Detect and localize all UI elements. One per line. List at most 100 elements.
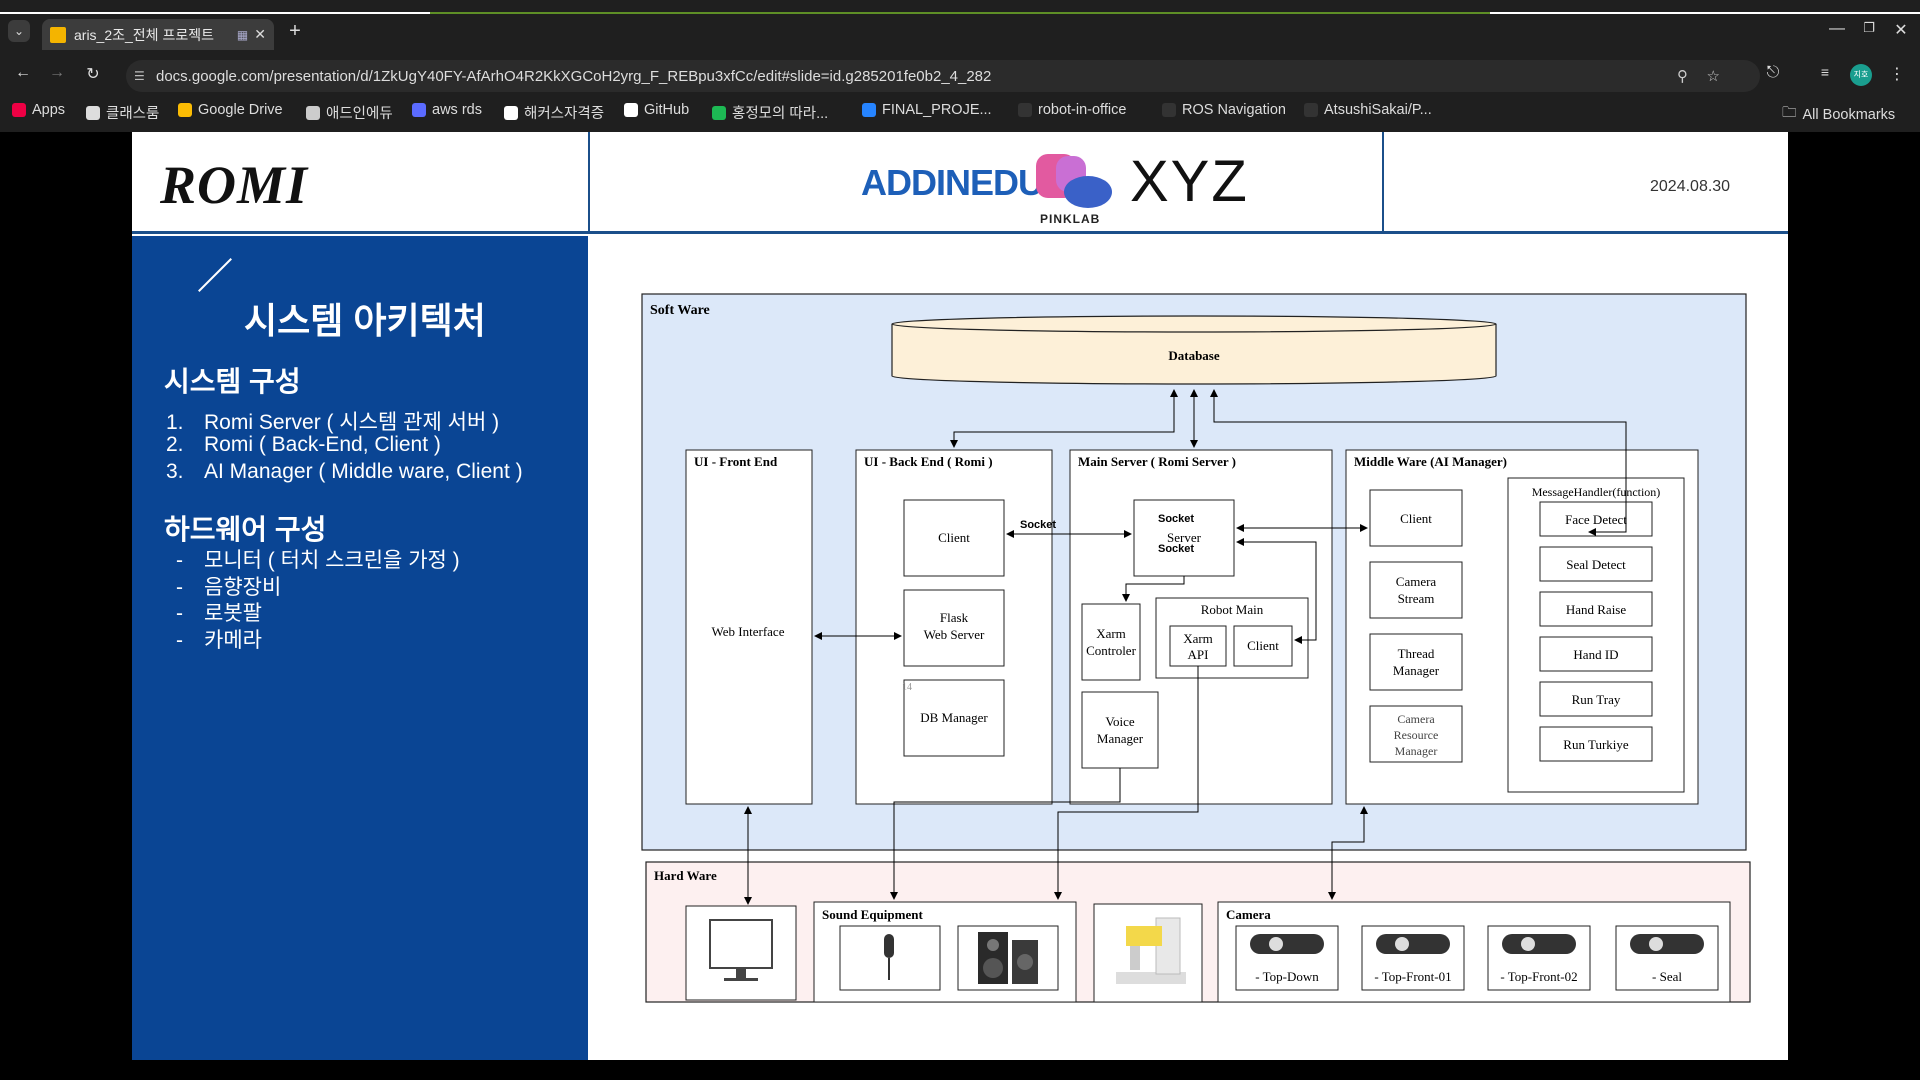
- camera-resource-label-1: Camera: [1397, 712, 1435, 726]
- bookmark-label: Google Drive: [198, 102, 283, 118]
- menu-icon[interactable]: ⋮: [1889, 66, 1905, 83]
- bookmark-item[interactable]: Google Drive: [178, 102, 283, 118]
- media-control-icon[interactable]: ≡: [1820, 64, 1830, 80]
- xarm-api-label-2: API: [1188, 647, 1209, 662]
- bookmark-item[interactable]: ROS Navigation: [1162, 102, 1286, 118]
- url-field[interactable]: ☰ docs.google.com/presentation/d/1ZkUgY4…: [126, 60, 1760, 92]
- bookmark-item[interactable]: Apps: [12, 102, 65, 118]
- bookmark-label: FINAL_PROJE...: [882, 102, 992, 118]
- bookmark-favicon-icon: [178, 103, 192, 117]
- webcam-lens-icon: [1395, 937, 1409, 951]
- bookmark-item[interactable]: 해커스자격증: [504, 102, 604, 123]
- robot-arm-box: [1093, 903, 1203, 1003]
- socket-label: Socket: [1020, 519, 1056, 531]
- list-item: -로봇팔: [166, 597, 262, 627]
- thread-manager-label-1: Thread: [1398, 646, 1435, 661]
- xarm-controller-box: [1081, 603, 1141, 681]
- socket-label: Socket: [1158, 513, 1194, 525]
- microphone-icon: [884, 934, 894, 980]
- section-system-title: 시스템 구성: [164, 366, 301, 397]
- reload-icon[interactable]: ↻: [86, 66, 100, 83]
- header-divider: [588, 132, 590, 234]
- function-label: Face Detect: [1565, 512, 1627, 527]
- bookmark-favicon-icon: [12, 103, 26, 117]
- flask-label-1: Flask: [940, 610, 969, 625]
- list-number: 2.: [166, 433, 184, 456]
- function-label: Seal Detect: [1566, 557, 1626, 572]
- back-icon[interactable]: ←: [15, 64, 31, 81]
- bookmark-item[interactable]: 클래스룸: [86, 102, 159, 123]
- bookmark-label: 해커스자격증: [524, 106, 605, 122]
- list-text: 모니터 ( 터치 스크린을 가정 ): [204, 549, 460, 572]
- socket-label: Socket: [1158, 543, 1194, 555]
- pinklab-text: PINKLAB: [1040, 212, 1101, 226]
- webcam-icon: [1630, 934, 1704, 954]
- header-divider: [1382, 132, 1384, 234]
- list-dash: -: [176, 549, 183, 572]
- thread-manager-label-2: Manager: [1393, 663, 1440, 678]
- flask-label-2: Web Server: [924, 627, 985, 642]
- list-dash: -: [176, 629, 183, 652]
- browser-chrome: ⌄ aris_2조_전체 프로젝트 ▦ ✕ + — ❐ ✕ ← → ↻ ☰ do…: [0, 0, 1920, 132]
- zoom-icon[interactable]: ⚲: [1677, 68, 1688, 85]
- webcam-lens-icon: [1269, 937, 1283, 951]
- hardware-label: Hard Ware: [654, 868, 717, 883]
- slides-favicon-icon: [50, 26, 66, 43]
- camera-list: - Top-Down- Top-Front-01- Top-Front-02- …: [1235, 925, 1719, 991]
- database-label: Database: [1168, 348, 1220, 363]
- list-text: 로봇팔: [204, 602, 262, 625]
- webcam-icon: [1502, 934, 1576, 954]
- connector-lines: [744, 389, 1627, 905]
- camera-label: - Top-Down: [1255, 969, 1319, 984]
- tab-bar: ⌄ aris_2조_전체 프로젝트 ▦ ✕ + — ❐ ✕: [0, 14, 1920, 50]
- bookmark-item[interactable]: robot-in-office: [1018, 102, 1126, 118]
- tab-search-icon[interactable]: ⌄: [8, 20, 30, 42]
- bookmark-item[interactable]: FINAL_PROJE...: [862, 102, 992, 118]
- bookmark-label: Apps: [32, 102, 66, 118]
- voice-manager-label-2: Manager: [1097, 731, 1144, 746]
- robot-client-label: Client: [1247, 638, 1279, 653]
- bookmark-item[interactable]: 홍정모의 따라...: [712, 102, 828, 123]
- camera-box: [1361, 925, 1465, 991]
- bookmark-label: robot-in-office: [1038, 102, 1127, 118]
- bookmark-label: 클래스룸: [106, 106, 160, 122]
- bookmark-item[interactable]: GitHub: [624, 102, 689, 118]
- active-tab[interactable]: aris_2조_전체 프로젝트 ▦ ✕: [42, 19, 274, 50]
- camera-resource-label-3: Manager: [1395, 744, 1438, 758]
- profile-avatar[interactable]: 지호: [1850, 64, 1872, 86]
- bookmark-item[interactable]: 애드인에듀: [306, 102, 393, 123]
- function-box: [1539, 591, 1653, 627]
- function-label: Hand ID: [1573, 647, 1618, 662]
- bookmark-item[interactable]: AtsushiSakai/P...: [1304, 102, 1432, 118]
- camera-label: - Seal: [1652, 969, 1682, 984]
- function-label: Run Turkiye: [1563, 737, 1629, 752]
- bookmark-label: aws rds: [432, 102, 482, 118]
- bookmark-favicon-icon: [1018, 103, 1032, 117]
- webcam-lens-icon: [1649, 937, 1663, 951]
- loading-line-end: [1490, 12, 1920, 15]
- site-info-icon[interactable]: ☰: [134, 69, 145, 83]
- minimize-icon[interactable]: —: [1829, 20, 1845, 37]
- slide-date: 2024.08.30: [1650, 178, 1731, 195]
- list-dash: -: [176, 602, 183, 625]
- restore-icon[interactable]: ❐: [1863, 20, 1875, 35]
- list-number: 1.: [166, 411, 184, 434]
- list-item: 3.AI Manager ( Middle ware, Client ): [166, 460, 523, 484]
- bookmark-star-icon[interactable]: ☆: [1706, 68, 1720, 85]
- function-label: Run Tray: [1572, 692, 1621, 707]
- camera-label: - Top-Front-02: [1500, 969, 1577, 984]
- close-window-icon[interactable]: ✕: [1894, 22, 1908, 39]
- robot-main-label: Robot Main: [1201, 602, 1264, 617]
- forward-icon[interactable]: →: [49, 64, 65, 81]
- monitor-icon: [709, 919, 773, 981]
- all-bookmarks-button[interactable]: 🗀 All Bookmarks: [1782, 102, 1895, 127]
- bookmark-favicon-icon: [86, 105, 100, 120]
- bookmark-favicon-icon: [624, 103, 638, 117]
- stray-number: 14: [902, 682, 912, 693]
- new-tab-button[interactable]: +: [289, 20, 301, 42]
- close-tab-icon[interactable]: ✕: [254, 26, 266, 42]
- extensions-icon[interactable]: ⎋: [1766, 64, 1780, 81]
- bookmark-item[interactable]: aws rds: [412, 102, 482, 118]
- ui-back-end-title: UI - Back End ( Romi ): [864, 454, 993, 469]
